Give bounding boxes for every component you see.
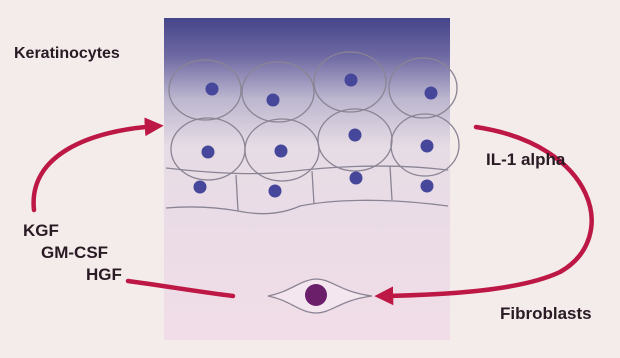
growth-factor-arrow-up — [34, 126, 158, 210]
nucleus — [269, 185, 282, 198]
nucleus — [202, 146, 215, 159]
nucleus — [267, 94, 280, 107]
nucleus — [421, 180, 434, 193]
kgf-label: KGF — [23, 221, 59, 241]
gm-csf-label: GM-CSF — [41, 243, 108, 263]
nucleus — [425, 87, 438, 100]
nucleus — [275, 145, 288, 158]
fibroblast-nucleus — [305, 284, 327, 306]
keratinocytes-label: Keratinocytes — [14, 44, 120, 64]
nucleus — [206, 83, 219, 96]
fibroblasts-label: Fibroblasts — [500, 304, 592, 324]
nucleus — [345, 74, 358, 87]
nucleus — [421, 140, 434, 153]
nucleus — [350, 172, 363, 185]
nucleus — [349, 129, 362, 142]
il1-alpha-label: IL-1 alpha — [486, 150, 565, 170]
hgf-label: HGF — [86, 265, 122, 285]
nucleus — [194, 181, 207, 194]
